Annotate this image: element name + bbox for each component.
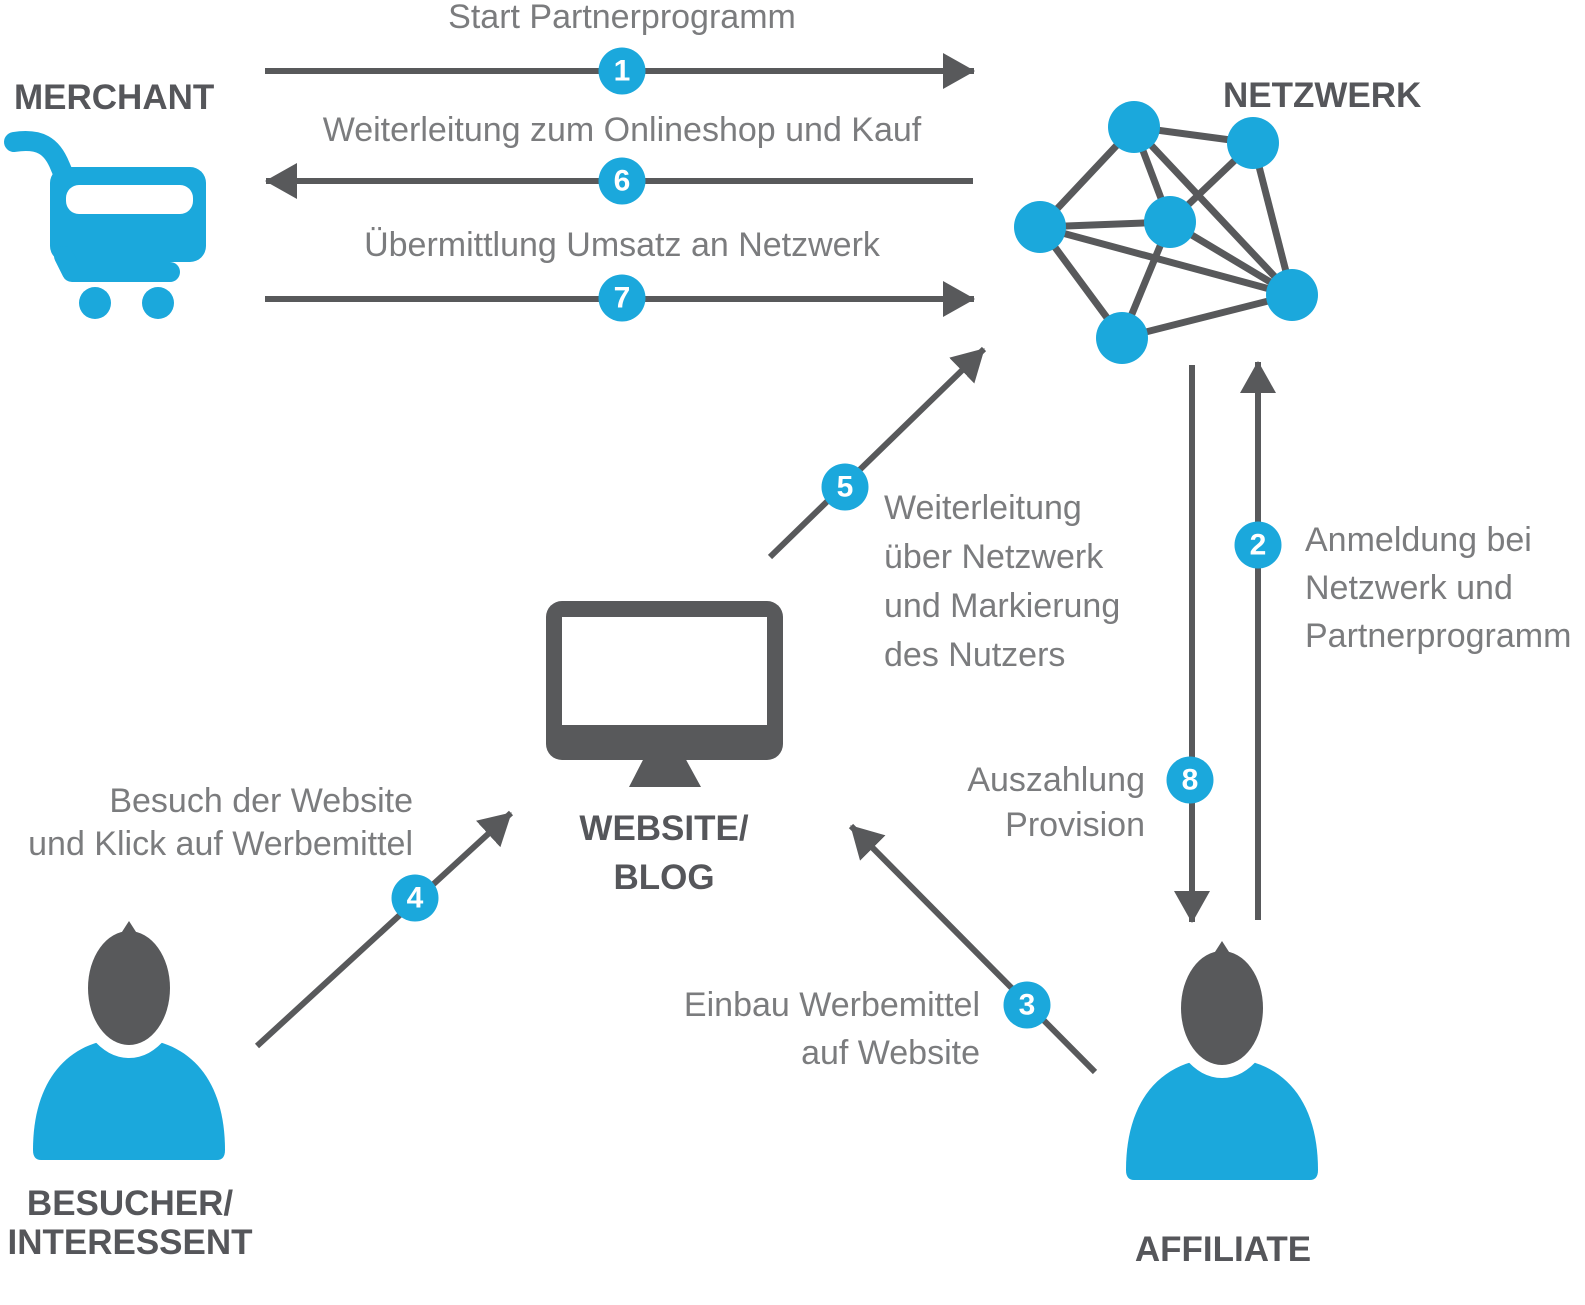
- step-5-badge: 5: [821, 463, 869, 511]
- step-6-badge: 6: [598, 157, 646, 205]
- step-8-text: Auszahlung Provision: [967, 761, 1145, 844]
- network-icon: [1014, 101, 1318, 364]
- arrow-step-3: [848, 823, 1098, 1075]
- affiliate-label: AFFILIATE: [1134, 1230, 1312, 1269]
- step-1-badge: 1: [598, 47, 646, 95]
- step-4-badge: 4: [391, 874, 439, 922]
- step-6-text: Weiterleitung zum Onlineshop und Kauf: [322, 111, 922, 149]
- step-7-text: Übermittlung Umsatz an Netzwerk: [364, 226, 880, 264]
- step-2-badge: 2: [1234, 521, 1282, 569]
- network-label: NETZWERK: [1223, 76, 1422, 115]
- step-1-text: Start Partnerprogramm: [448, 0, 796, 36]
- step-5-text: Weiterleitung über Netzwerk und Markieru…: [884, 489, 1121, 674]
- affiliate-icon: [1126, 941, 1318, 1180]
- visitor-icon: [33, 921, 225, 1160]
- step-2-text: Anmeldung bei Netzwerk und Partnerprogra…: [1305, 521, 1572, 655]
- visitor-label: BESUCHER/ INTERESSENT: [7, 1184, 253, 1262]
- step-4-text: Besuch der Website und Klick auf Werbemi…: [28, 782, 413, 863]
- step-8-badge: 8: [1166, 756, 1214, 804]
- website-label: WEBSITE/ BLOG: [579, 809, 749, 897]
- arrow-step-4: [254, 810, 514, 1049]
- step-3-badge: 3: [1003, 981, 1051, 1029]
- step-7-badge: 7: [598, 274, 646, 322]
- step-3-text: Einbau Werbemittel auf Website: [683, 986, 980, 1072]
- merchant-label: MERCHANT: [14, 78, 215, 117]
- monitor-icon: [546, 601, 783, 787]
- arrow-step-5: [767, 346, 987, 560]
- shopping-cart-icon: [4, 131, 206, 319]
